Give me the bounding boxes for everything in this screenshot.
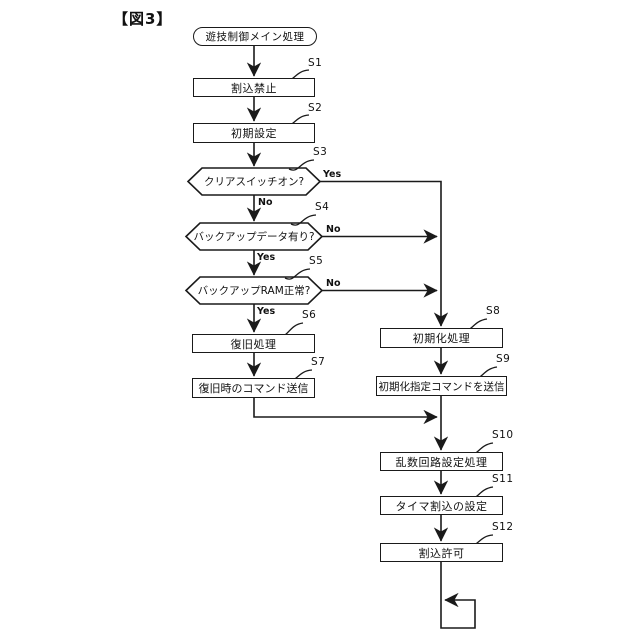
decision-s3-label: クリアスイッチオン?: [203, 176, 305, 188]
decision-s5-label: バックアップRAM正常?: [197, 285, 311, 297]
figure-label: 【図3】: [113, 10, 173, 28]
edge-label-s5-no: No: [326, 278, 341, 289]
step-s8-box: 初期化処理: [380, 328, 503, 348]
step-s12-ref: S12: [492, 521, 514, 533]
leader-s5: [284, 268, 311, 280]
step-s10-box: 乱数回路設定処理: [380, 452, 503, 471]
edge-label-s3-no: No: [258, 197, 273, 208]
step-s1-ref: S1: [308, 57, 323, 69]
step-s12-box: 割込許可: [380, 543, 503, 562]
edge-label-s3-yes: Yes: [323, 169, 342, 180]
step-s4-ref: S4: [315, 201, 330, 213]
step-s7-box: 復旧時のコマンド送信: [192, 378, 315, 398]
connector-s7-join: [253, 398, 438, 425]
step-s9-box: 初期化指定コマンドを送信: [376, 376, 507, 396]
step-s11-ref: S11: [492, 473, 514, 485]
step-s9-ref: S9: [496, 353, 511, 365]
step-s6-box: 復旧処理: [192, 334, 315, 353]
connector-s3-s8-yes: [320, 180, 449, 327]
step-s5-ref: S5: [309, 255, 324, 267]
decision-s4-label: バックアップデータ有り?: [193, 231, 315, 243]
leader-s3: [288, 159, 315, 171]
decision-s5-hexagon: [184, 276, 324, 305]
decision-s3-hexagon: [186, 167, 322, 196]
edge-label-s4-no: No: [326, 224, 341, 235]
step-s3-ref: S3: [313, 146, 328, 158]
step-s10-ref: S10: [492, 429, 514, 441]
leader-s4: [290, 214, 317, 226]
step-s11-box: タイマ割込の設定: [380, 496, 503, 515]
decision-shapes: [184, 167, 324, 305]
connector-s12-loop-back: [440, 562, 476, 629]
step-s2-box: 初期設定: [193, 123, 315, 143]
start-terminal: 遊技制御メイン処理: [193, 27, 317, 46]
step-s8-ref: S8: [486, 305, 501, 317]
edge-label-s4-yes: Yes: [257, 252, 276, 263]
decision-s4-hexagon: [184, 222, 324, 251]
edge-label-s5-yes: Yes: [257, 306, 276, 317]
step-s2-ref: S2: [308, 102, 323, 114]
step-s1-box: 割込禁止: [193, 78, 315, 97]
flow-connectors: [246, 46, 476, 629]
step-s7-ref: S7: [311, 356, 326, 368]
step-s6-ref: S6: [302, 309, 317, 321]
